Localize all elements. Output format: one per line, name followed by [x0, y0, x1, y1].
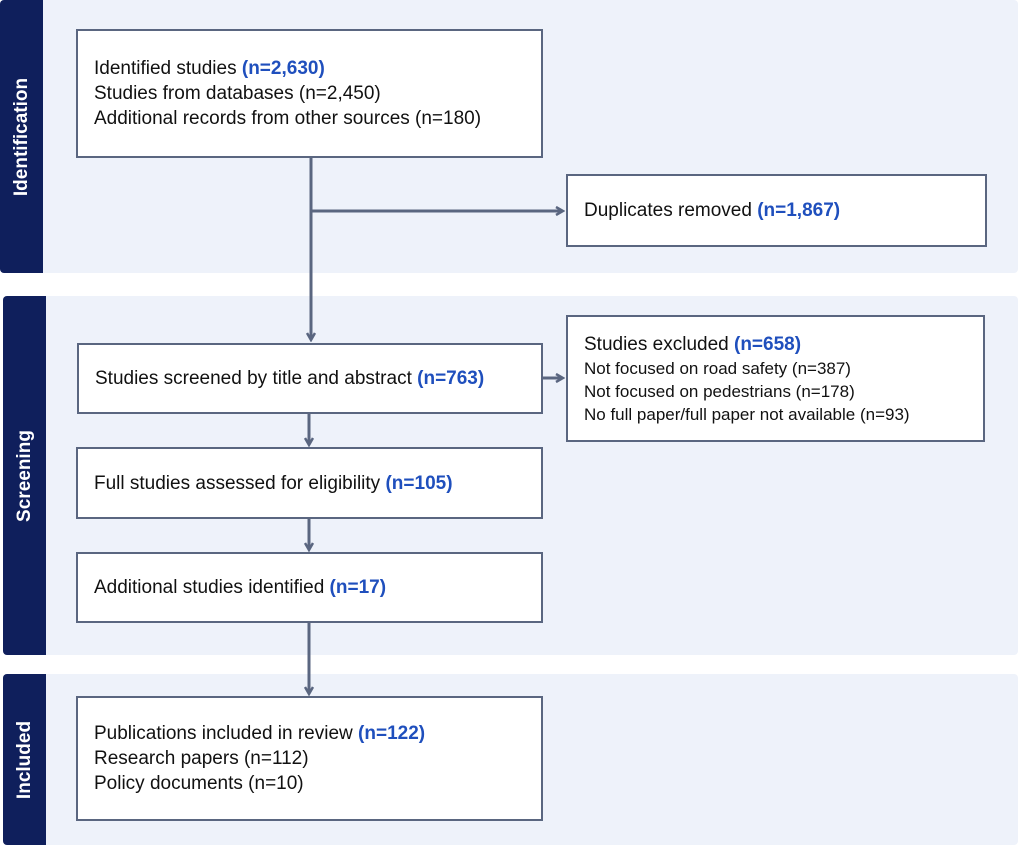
identified-studies-count: (n=2,630)	[241, 58, 325, 79]
duplicates-removed-box: Duplicates removed (n=1,867)	[566, 174, 987, 247]
identification-tab: Identification	[0, 0, 43, 273]
full-studies-box: Full studies assessed for eligibility (n…	[76, 447, 543, 519]
studies-excluded-line: Studies excluded (n=658)	[584, 332, 983, 357]
duplicates-removed-count: (n=1,867)	[757, 200, 841, 221]
publications-included-box: Publications included in review (n=122) …	[76, 696, 543, 821]
additional-studies-label: Additional studies identified	[94, 577, 325, 598]
studies-excluded-box: Studies excluded (n=658) Not focused on …	[566, 315, 985, 442]
identified-studies-line: Identified studies (n=2,630)	[94, 56, 541, 81]
studies-screened-count: (n=763)	[417, 368, 485, 389]
screening-tab: Screening	[3, 296, 46, 655]
full-studies-line: Full studies assessed for eligibility (n…	[94, 471, 541, 496]
studies-screened-line: Studies screened by title and abstract (…	[95, 366, 541, 391]
studies-screened-label: Studies screened by title and abstract	[95, 368, 412, 389]
studies-excluded-count: (n=658)	[734, 333, 802, 355]
publications-included-count: (n=122)	[358, 723, 426, 744]
additional-studies-box: Additional studies identified (n=17)	[76, 552, 543, 623]
studies-excluded-label: Studies excluded	[584, 333, 729, 355]
research-papers: Research papers (n=112)	[94, 748, 309, 769]
identified-studies-label: Identified studies	[94, 58, 237, 79]
duplicates-removed-line: Duplicates removed (n=1,867)	[584, 198, 985, 223]
included-tab: Included	[3, 674, 46, 845]
excluded-reason-pedestrians: Not focused on pedestrians (n=178)	[584, 381, 855, 401]
full-studies-label: Full studies assessed for eligibility	[94, 472, 381, 494]
full-studies-count: (n=105)	[385, 472, 453, 494]
additional-studies-count: (n=17)	[329, 577, 387, 598]
studies-from-databases: Studies from databases (n=2,450)	[94, 83, 381, 104]
publications-included-line: Publications included in review (n=122)	[94, 721, 541, 746]
additional-studies-line: Additional studies identified (n=17)	[94, 575, 541, 600]
studies-screened-box: Studies screened by title and abstract (…	[77, 343, 543, 414]
excluded-reason-no-full-paper: No full paper/full paper not available (…	[584, 404, 910, 424]
policy-documents: Policy documents (n=10)	[94, 773, 304, 794]
duplicates-removed-label: Duplicates removed	[584, 200, 752, 221]
excluded-reason-road-safety: Not focused on road safety (n=387)	[584, 358, 851, 378]
identified-studies-box: Identified studies (n=2,630) Studies fro…	[76, 29, 543, 158]
additional-records: Additional records from other sources (n…	[94, 108, 482, 129]
publications-included-label: Publications included in review	[94, 723, 353, 744]
